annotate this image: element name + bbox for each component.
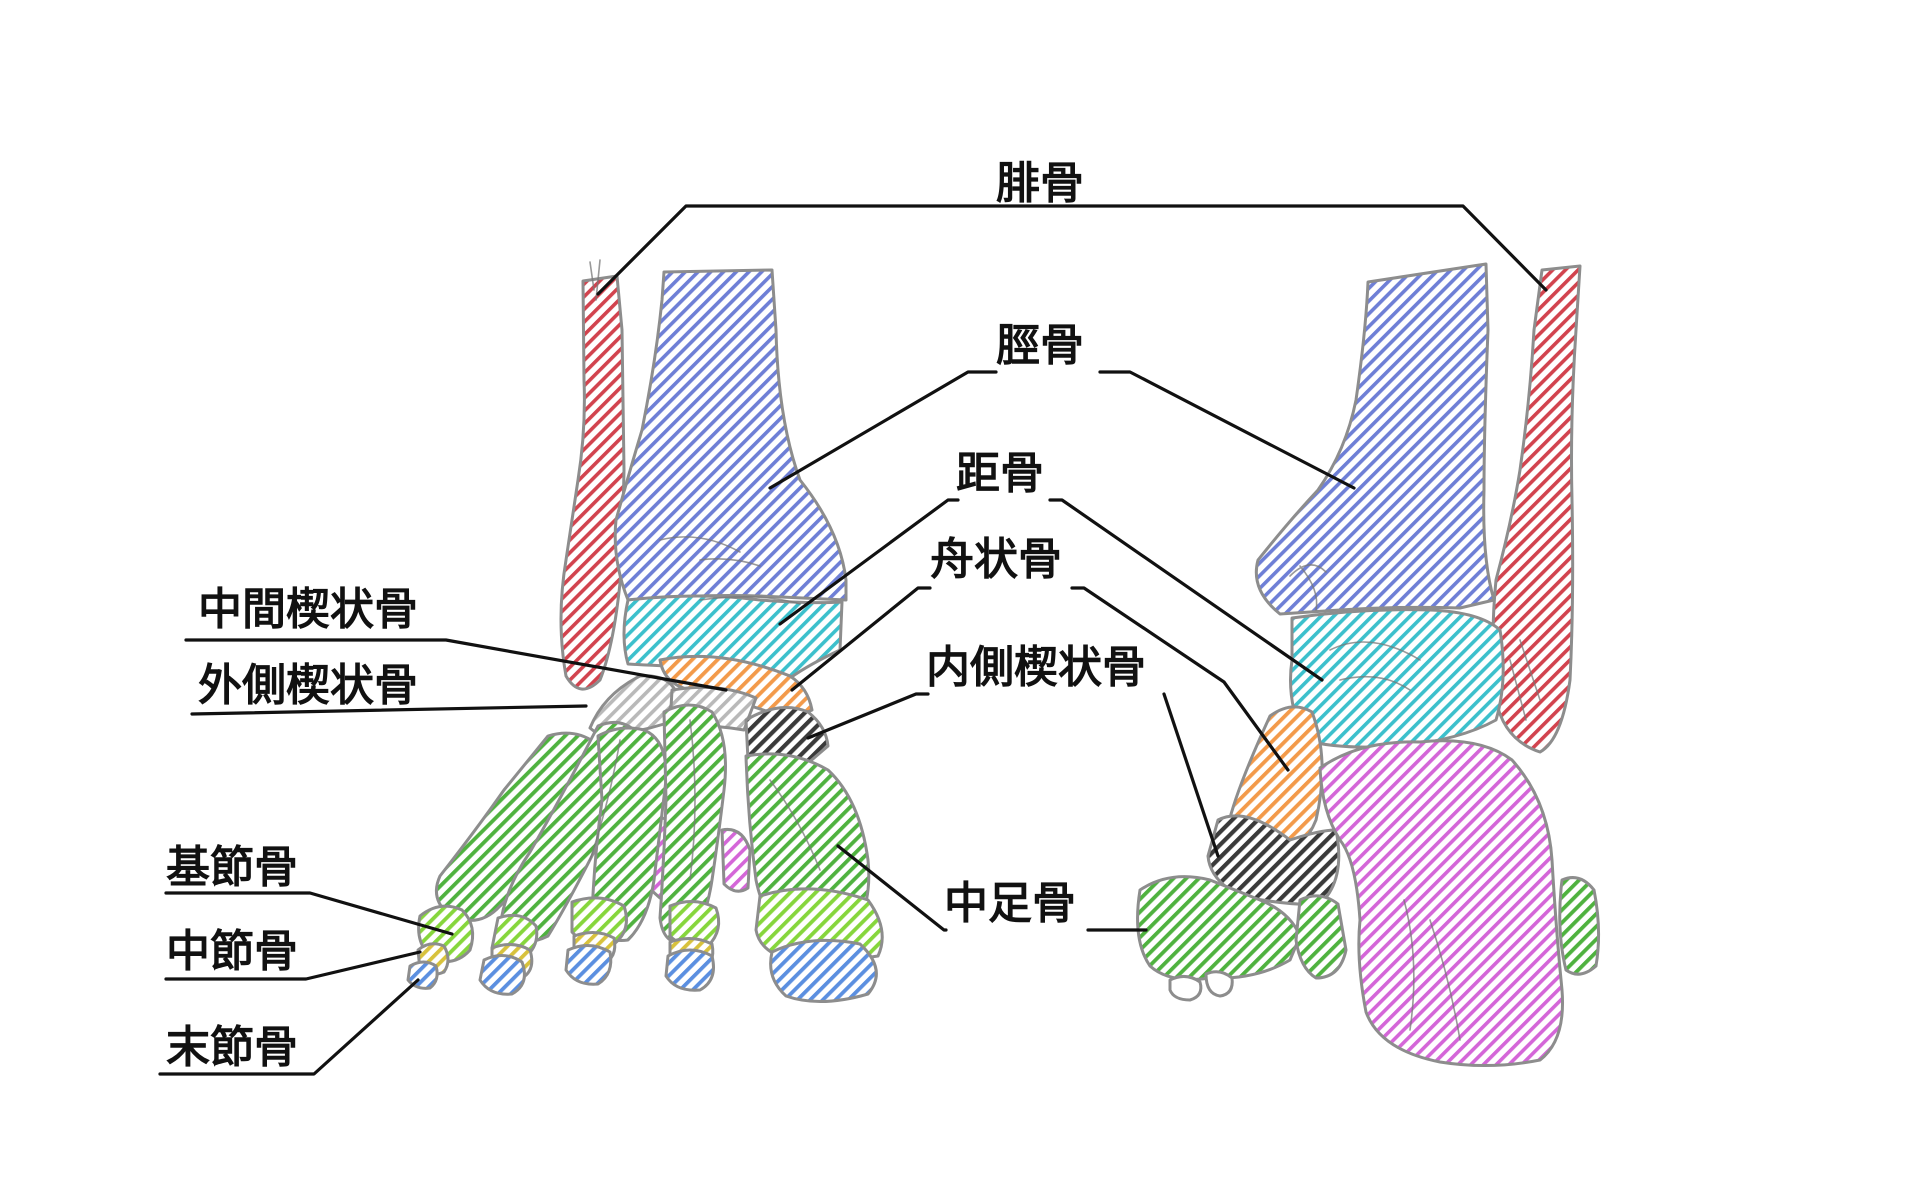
right-foot bbox=[1136, 262, 1601, 1068]
right-metatarsal-2 bbox=[1294, 894, 1348, 980]
label-talus: 距骨 bbox=[956, 448, 1044, 499]
leader-tibia-right bbox=[1098, 370, 1356, 490]
label-metatarsal: 中足骨 bbox=[944, 878, 1076, 929]
leader-lines bbox=[158, 204, 1548, 1076]
left-tibia-shape bbox=[613, 268, 848, 602]
label-lateral-cuneiform: 外側楔状骨 bbox=[198, 660, 418, 711]
label-navicular: 舟状骨 bbox=[930, 534, 1062, 585]
leader-tibia-left bbox=[768, 370, 998, 490]
right-metatarsal-shape bbox=[1136, 875, 1302, 981]
leader-medial-cuneiform-right bbox=[1162, 692, 1220, 858]
leader-metatarsal-left bbox=[836, 844, 948, 932]
left-toe4-distal bbox=[478, 954, 526, 996]
leader-distal-phalanx bbox=[158, 978, 420, 1076]
leader-lateral-cuneiform bbox=[190, 704, 588, 716]
label-proximal-phalanx: 基節骨 bbox=[166, 842, 298, 893]
right-fibula-shape bbox=[1491, 264, 1582, 754]
label-middle-phalanx: 中節骨 bbox=[166, 926, 298, 977]
left-fibula-shape bbox=[559, 274, 626, 691]
leader-intermediate-cuneiform bbox=[184, 638, 728, 692]
label-distal-phalanx: 末節骨 bbox=[166, 1022, 298, 1073]
leader-medial-cuneiform-left bbox=[806, 692, 930, 740]
left-toe1-distal bbox=[769, 938, 878, 1003]
leader-fibula bbox=[596, 204, 1548, 296]
left-toe2-distal bbox=[664, 948, 715, 992]
right-phalanx-outline bbox=[1168, 970, 1234, 1002]
label-tibia: 脛骨 bbox=[996, 320, 1084, 371]
label-intermediate-cuneiform: 中間楔状骨 bbox=[198, 584, 418, 635]
right-tibia-shape bbox=[1254, 262, 1496, 616]
left-metatarsal-2 bbox=[658, 703, 727, 944]
label-medial-cuneiform: 内側楔状骨 bbox=[926, 642, 1146, 693]
right-calcaneus-shape bbox=[1318, 739, 1565, 1068]
leader-middle-phalanx bbox=[164, 950, 422, 981]
leader-talus-left bbox=[778, 498, 960, 626]
label-fibula: 腓骨 bbox=[996, 158, 1084, 209]
leader-navicular-right bbox=[1070, 586, 1290, 772]
left-toe3-distal bbox=[564, 944, 613, 986]
leader-navicular-left bbox=[790, 586, 932, 692]
right-metatarsal-3 bbox=[1558, 876, 1601, 976]
leader-talus-right bbox=[1048, 498, 1324, 682]
leader-proximal-phalanx bbox=[164, 891, 454, 936]
left-foot bbox=[406, 259, 884, 1003]
